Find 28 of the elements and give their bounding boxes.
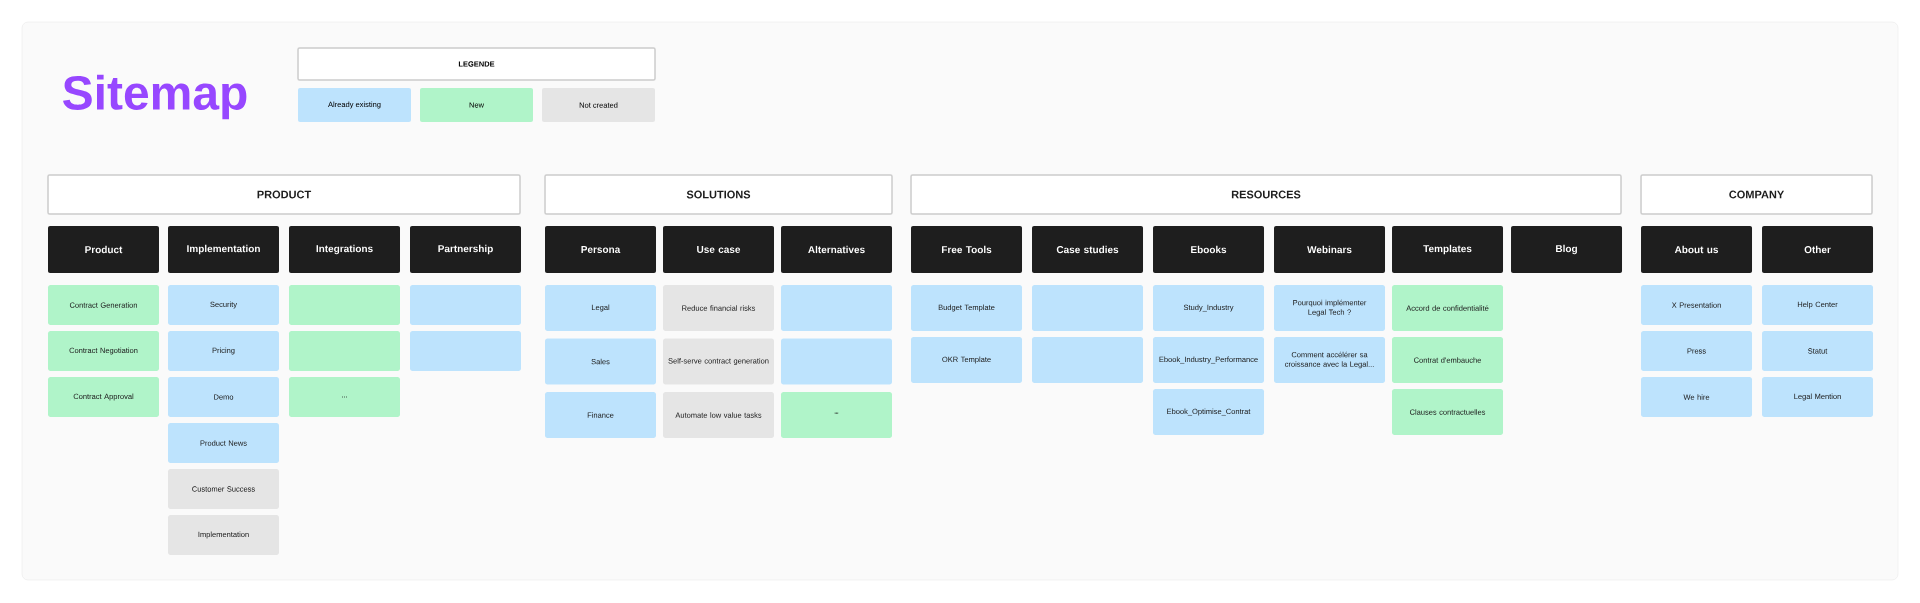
section-box: COMPANY [1640, 174, 1873, 215]
page-box [1032, 285, 1143, 331]
category-box: Use case [663, 226, 774, 273]
category-box: Integrations [289, 226, 400, 273]
title: Sitemap [63, 74, 247, 120]
category-box: Implementation [168, 226, 279, 273]
category-box: Webinars [1274, 226, 1385, 273]
section-box: RESOURCES [910, 174, 1622, 215]
page-box [289, 285, 400, 325]
page-box [410, 285, 521, 325]
category-box: Other [1762, 226, 1873, 273]
category-box: Alternatives [781, 226, 892, 273]
category-box: Partnership [410, 226, 521, 273]
category-box: Case studies [1032, 226, 1143, 273]
page-box [781, 285, 892, 331]
category-box: Persona [545, 226, 656, 273]
category-box: Ebooks [1153, 226, 1264, 273]
section-box: SOLUTIONS [544, 174, 893, 215]
category-box: About us [1641, 226, 1752, 273]
category-box: Blog [1511, 226, 1622, 273]
page-box [781, 338, 892, 385]
category-box: Templates [1392, 226, 1503, 273]
section-box: PRODUCT [47, 174, 521, 215]
category-box: Free Tools [911, 226, 1022, 273]
page-box [289, 331, 400, 371]
category-box: Product [48, 226, 159, 273]
page-box [1032, 337, 1143, 383]
page-box [410, 331, 521, 371]
